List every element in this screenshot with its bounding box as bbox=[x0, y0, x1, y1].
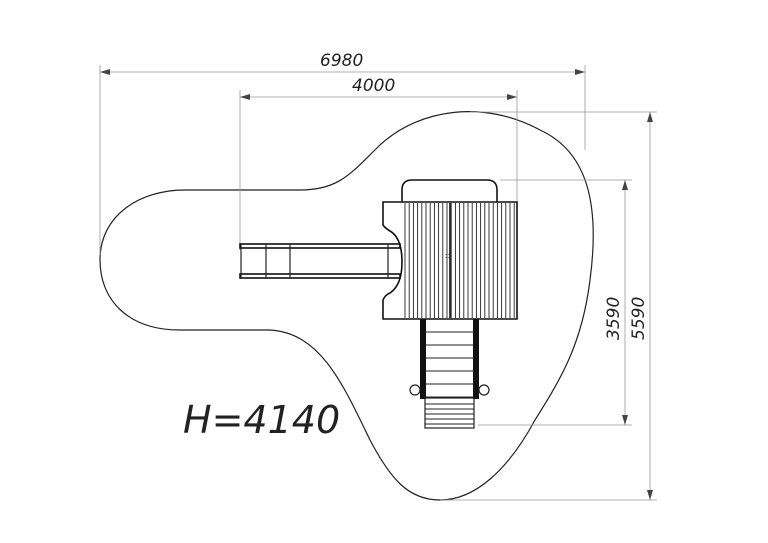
safety-zone-outline bbox=[99, 111, 594, 501]
dimension-label-5590: 5590 bbox=[629, 297, 649, 340]
dimension-3590: 3590 bbox=[478, 179, 632, 426]
dimension-label-4000: 4000 bbox=[352, 76, 395, 96]
dimension-label-6980: 6980 bbox=[320, 51, 363, 71]
platform-tower: :: bbox=[382, 179, 518, 320]
dimension-4000: 4000 bbox=[239, 76, 518, 250]
dimension-5590: 5590 bbox=[440, 111, 657, 501]
ladder bbox=[409, 319, 490, 429]
slide bbox=[239, 243, 401, 279]
svg-text:::: :: bbox=[445, 251, 450, 260]
dimension-6980: 6980 bbox=[99, 51, 586, 255]
dimension-label-3590: 3590 bbox=[604, 297, 624, 340]
height-label: H=4140 bbox=[183, 398, 340, 442]
